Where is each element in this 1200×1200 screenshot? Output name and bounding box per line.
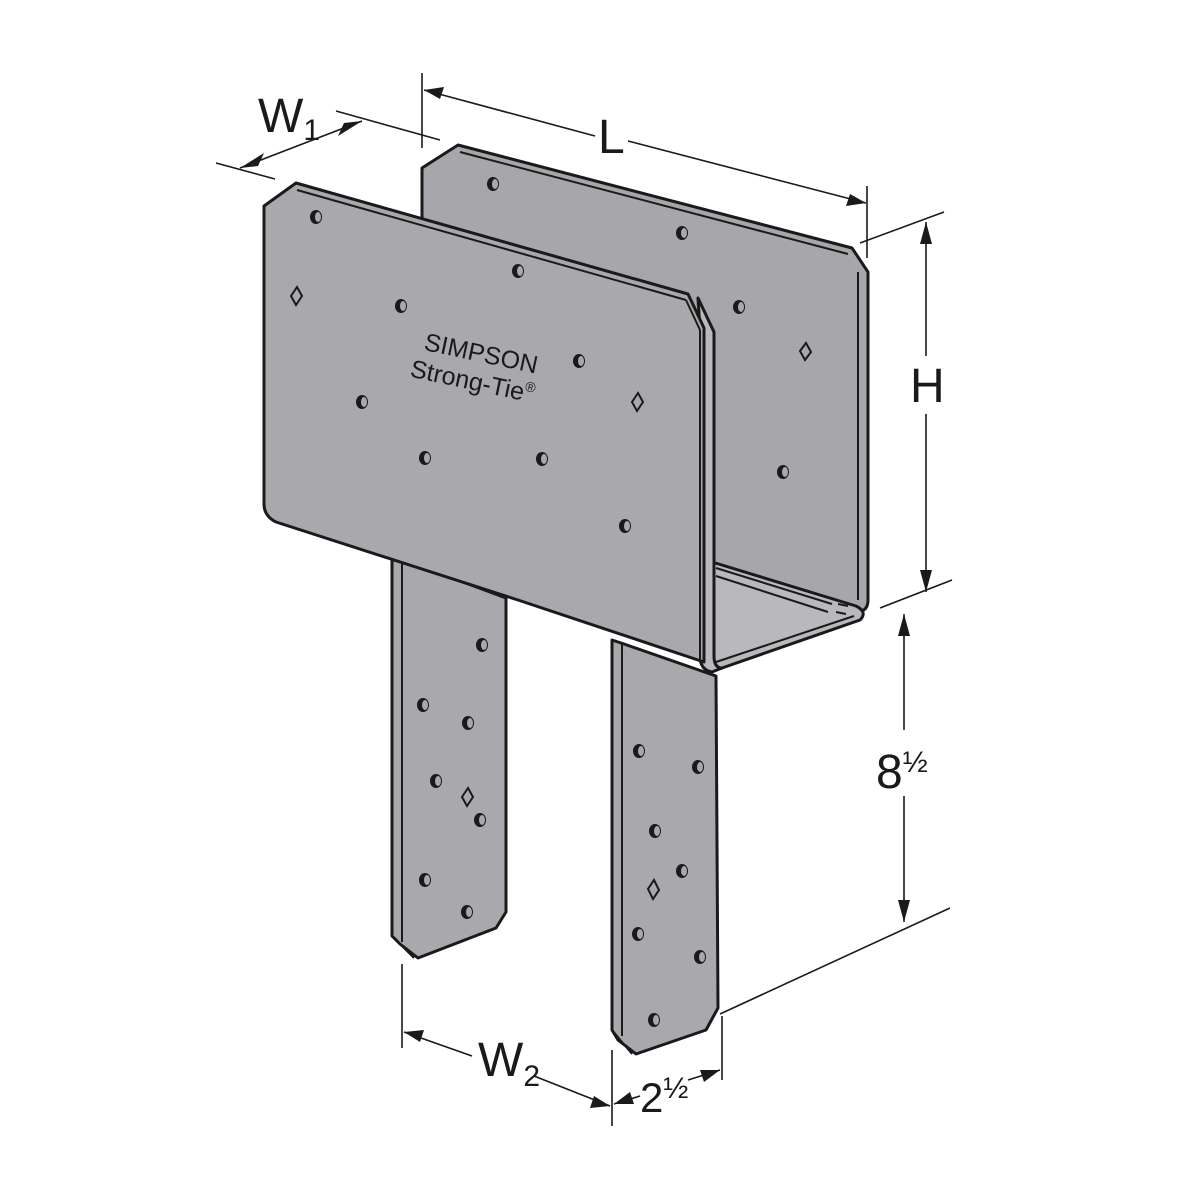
dimension-leg-height: 8½ — [719, 614, 951, 1015]
dimension-label-l: L — [598, 111, 625, 164]
dimension-label-leg-width: 2½ — [640, 1072, 688, 1121]
dimension-h: H — [859, 211, 953, 609]
front-plate-diamond-hole-right — [630, 391, 645, 413]
back-plate-holes — [487, 177, 789, 479]
dimension-w2: W2 — [401, 964, 613, 1126]
dimension-label-w2: W2 — [478, 1034, 540, 1093]
front-side-plate: SIMPSON Strong-Tie® — [262, 181, 724, 674]
left-leg-holes — [417, 638, 488, 919]
front-plate-holes — [310, 210, 631, 533]
right-leg-holes — [632, 744, 706, 1027]
right-leg-diamond-hole — [646, 878, 661, 901]
front-plate-diamond-hole-left — [289, 285, 304, 307]
left-leg — [390, 554, 508, 960]
right-leg — [610, 638, 720, 1056]
dimension-w1: W1 — [215, 90, 441, 180]
back-plate-diamond-hole — [798, 341, 813, 362]
dimension-label-h: H — [910, 360, 945, 413]
dimension-leg-width: 2½ — [613, 1016, 723, 1121]
dimension-label-w1: W1 — [258, 90, 320, 147]
left-leg-diamond-hole — [460, 786, 475, 808]
dimension-l: L — [421, 73, 868, 258]
dimension-label-leg-height: 8½ — [876, 746, 928, 799]
